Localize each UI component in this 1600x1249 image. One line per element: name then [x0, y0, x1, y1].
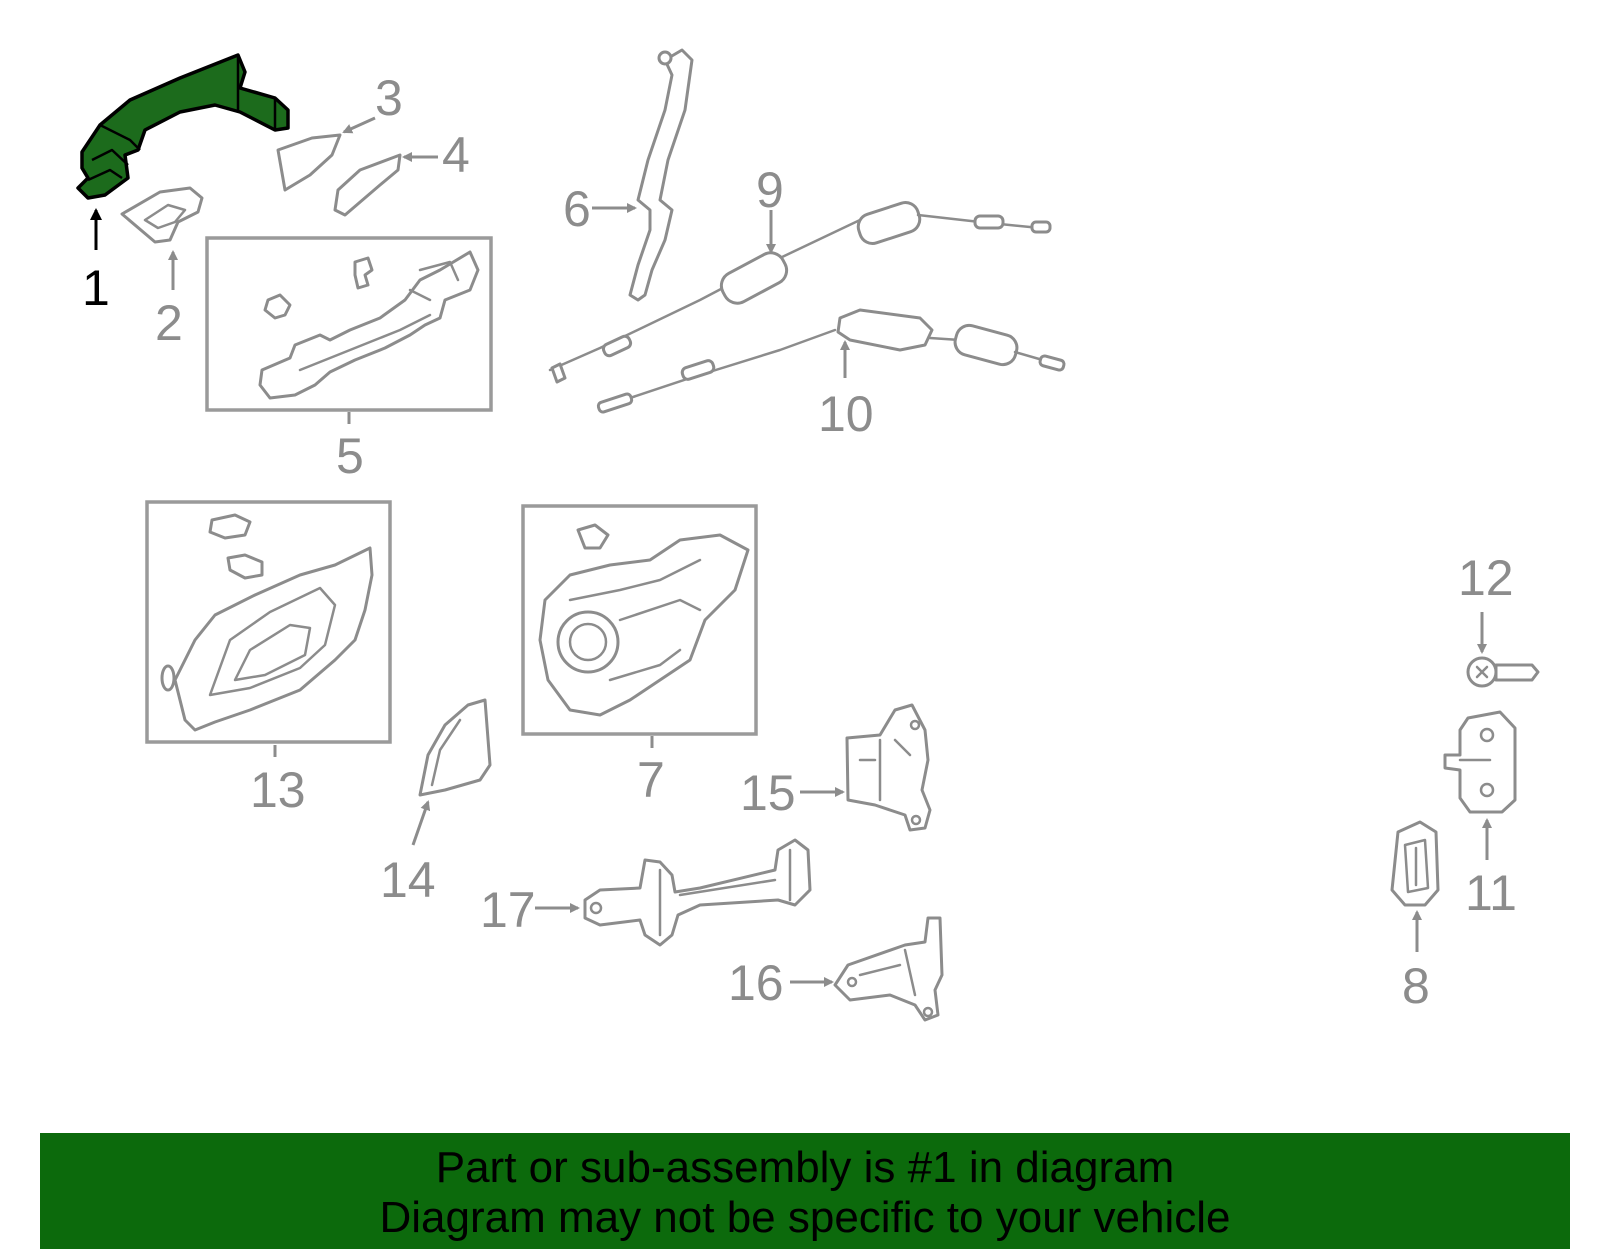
- part-11-striker: [1443, 710, 1517, 814]
- callout-9: 9: [756, 162, 784, 218]
- banner-line-2: Diagram may not be specific to your vehi…: [379, 1193, 1231, 1242]
- part-14-trim: [418, 698, 492, 797]
- part-10-cable: [596, 308, 1066, 414]
- callout-16: 16: [728, 955, 784, 1011]
- callout-4: 4: [442, 127, 470, 183]
- callout-2: 2: [155, 295, 183, 351]
- part-6-rod: [628, 48, 694, 302]
- callout-8: 8: [1402, 958, 1430, 1014]
- box-part-13: [145, 500, 392, 744]
- part-5-handle-base: [258, 250, 480, 400]
- callout-11: 11: [1465, 865, 1517, 921]
- part-4-cover: [333, 153, 402, 217]
- callout-14: 14: [380, 852, 436, 908]
- part-15-hinge: [845, 703, 932, 832]
- part-3-cover: [276, 133, 342, 192]
- callout-10: 10: [818, 386, 874, 442]
- callout-6: 6: [563, 181, 591, 237]
- callout-3: 3: [375, 70, 403, 126]
- callout-7: 7: [637, 752, 665, 808]
- part-12-screw: [1466, 656, 1540, 688]
- box-part-7: [521, 504, 758, 736]
- part-17-check: [583, 838, 812, 947]
- info-banner: Part or sub-assembly is #1 in diagram Di…: [40, 1133, 1570, 1249]
- callout-15: 15: [740, 765, 796, 821]
- callout-5: 5: [336, 428, 364, 484]
- part-13-inside-handle: [160, 513, 374, 732]
- part-16-hinge: [833, 916, 944, 1022]
- callout-1: 1: [82, 260, 110, 316]
- part-8-plug: [1390, 820, 1440, 907]
- part-2-bracket: [120, 186, 204, 244]
- callout-13: 13: [250, 762, 306, 818]
- callout-17: 17: [480, 882, 536, 938]
- banner-line-1: Part or sub-assembly is #1 in diagram: [435, 1143, 1175, 1192]
- part-1-outside-handle[interactable]: [76, 53, 290, 200]
- box-part-5: [205, 236, 493, 412]
- part-9-cable: [548, 201, 1052, 384]
- callout-12: 12: [1458, 550, 1514, 606]
- part-7-latch: [538, 523, 750, 717]
